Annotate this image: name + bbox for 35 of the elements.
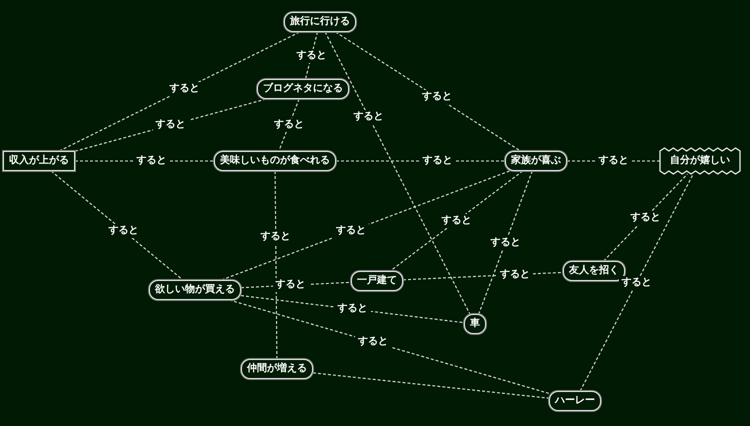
connector-line: [58, 32, 300, 152]
rounded-box: 旅行に行ける: [284, 12, 356, 32]
connector-line: [229, 299, 550, 394]
connector-line: [390, 170, 524, 272]
edge-label: すると: [596, 154, 632, 168]
edge-label: すると: [333, 224, 370, 238]
connector-line: [324, 32, 470, 314]
connector-line: [274, 171, 278, 359]
rounded-box: ブログネタになる: [257, 79, 349, 99]
rounded-box: 仲間が増える: [241, 359, 313, 379]
edge-label: すると: [133, 154, 170, 168]
edge-label: すると: [272, 278, 308, 292]
connector-line: [305, 32, 318, 80]
connector-line: [278, 98, 300, 152]
edge-label: すると: [166, 82, 202, 96]
connector-line: [50, 170, 184, 280]
edge-label: すると: [419, 154, 456, 168]
connector-line: [603, 174, 688, 262]
connector-line: [335, 32, 521, 152]
edge-label: すると: [152, 118, 189, 132]
rounded-box: 家族が喜ぶ: [505, 151, 567, 171]
rounded-box: 美味しいものが食べれる: [214, 151, 336, 171]
rounded-box: ハーレー: [549, 391, 601, 411]
connector-line: [221, 170, 510, 281]
connector-line: [580, 174, 694, 392]
edge-label: すると: [355, 335, 392, 350]
rounded-box: 車: [464, 314, 486, 334]
rounded-box: 一戸建て: [351, 271, 403, 291]
process-box: 収入が上がる: [3, 151, 75, 171]
edge-label: すると: [334, 302, 370, 316]
connector-line: [478, 170, 533, 314]
connector-line: [312, 372, 550, 399]
edge-label: すると: [497, 268, 533, 282]
rounded-box: 欲しい物が買える: [149, 280, 241, 300]
wavy-box: 自分が嬉しい: [660, 148, 740, 174]
